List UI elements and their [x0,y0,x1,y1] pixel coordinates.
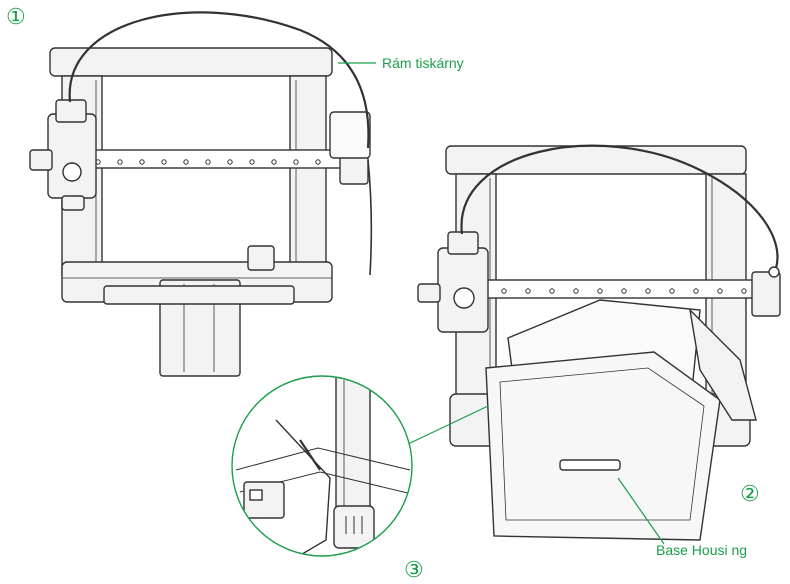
printer-front-view [29,11,373,377]
zoom-connector [403,405,489,447]
step-number-1: ① [6,4,26,29]
step-number-2: ② [740,481,760,506]
printer-angled-view [417,144,781,541]
base-housing-label: Base Housi ng [656,542,748,558]
base-label-leader [617,477,665,545]
zoom-circle [231,375,413,557]
step-number-3: ③ [404,557,424,582]
frame-label: Rám tiskárny [382,55,464,71]
zoom-detail [232,376,412,556]
